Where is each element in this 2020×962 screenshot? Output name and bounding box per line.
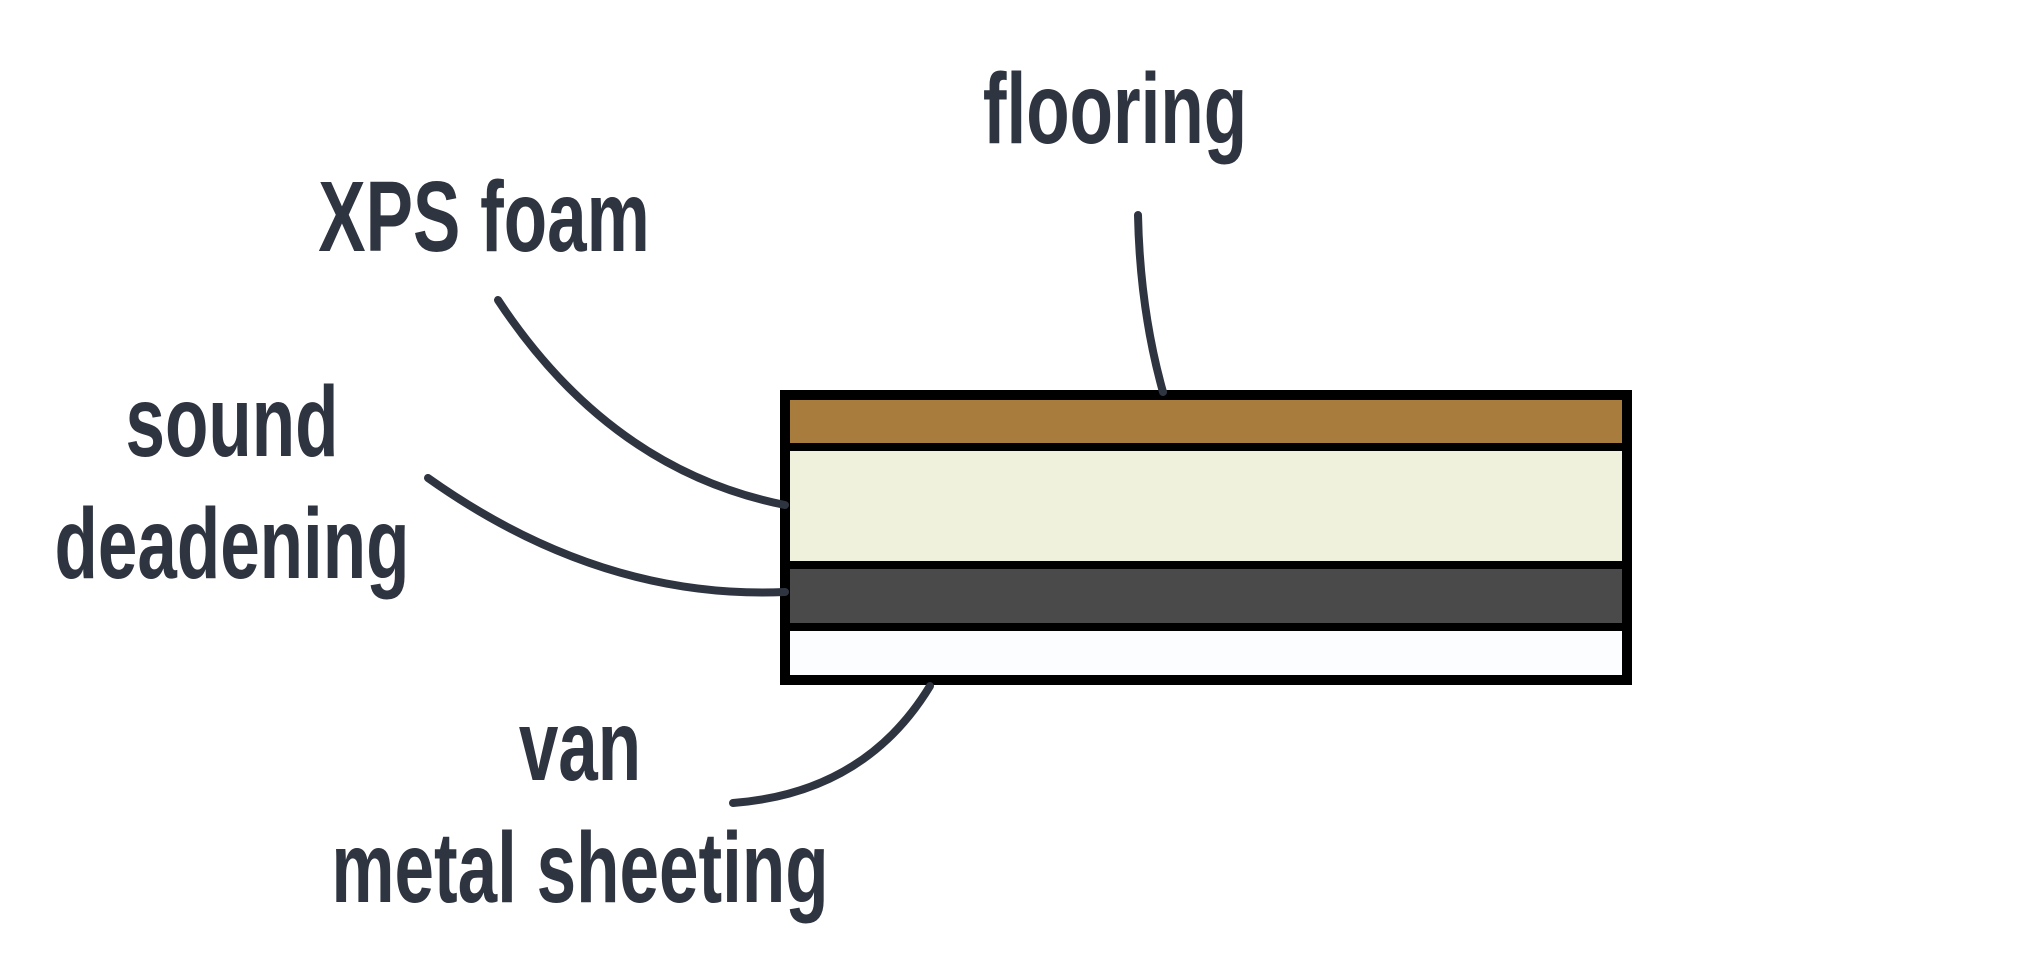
leader-line-xps-foam	[494, 296, 789, 509]
layer-sound-deadening	[790, 561, 1622, 623]
label-van-metal-sheeting-line1: van	[518, 690, 642, 802]
label-sound-deadening-line1: sound	[125, 366, 339, 478]
label-van-metal-sheeting-line2: metal sheeting	[331, 812, 829, 924]
layer-stack-box	[780, 390, 1632, 685]
layer-flooring	[790, 400, 1622, 443]
leader-line-sound-deadening	[424, 474, 789, 597]
layer-van-metal-sheeting	[790, 623, 1622, 675]
label-flooring: flooring	[982, 53, 1248, 165]
label-sound-deadening: sound deadening	[19, 361, 445, 605]
leader-line-flooring	[1134, 211, 1167, 396]
label-sound-deadening-line2: deadening	[54, 488, 410, 600]
layer-xps-foam	[790, 443, 1622, 561]
label-xps-foam: XPS foam	[318, 161, 650, 273]
label-van-metal-sheeting: van metal sheeting	[296, 685, 864, 929]
